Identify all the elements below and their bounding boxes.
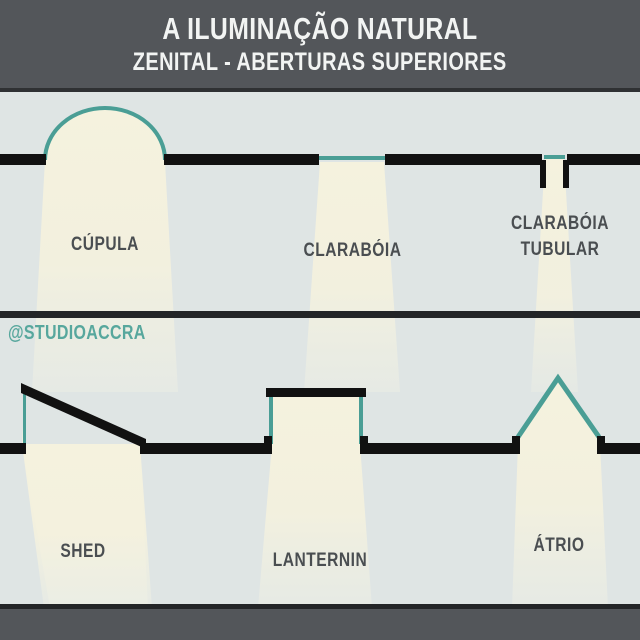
claraboia-tubular-light — [531, 158, 578, 392]
atrio-light — [512, 378, 608, 608]
label-claraboia-tubular-line1: CLARABÓIA — [511, 213, 609, 234]
shed-light-spill — [22, 444, 152, 608]
page-subtitle: ZENITAL - ABERTURAS SUPERIORES — [133, 48, 507, 76]
claraboia-tubular-wall-left — [540, 160, 546, 188]
label-shed: SHED — [60, 541, 106, 562]
header-divider — [0, 88, 640, 92]
claraboia-tubular-glazing — [544, 155, 565, 159]
label-atrio: ÁTRIO — [533, 535, 585, 556]
lanternin-roof-cap — [266, 388, 366, 397]
header-banner: A ILUMINAÇÃO NATURAL ZENITAL - ABERTURAS… — [0, 0, 640, 88]
lanternin-jamb-right — [360, 436, 368, 454]
section-divider — [0, 311, 640, 318]
row1-slab-segment-2 — [164, 154, 319, 165]
page-title: A ILUMINAÇÃO NATURAL — [162, 11, 478, 46]
row1-slab-segment-4 — [567, 154, 640, 165]
row2-slab-segment-2 — [140, 443, 267, 454]
lanternin-light — [258, 395, 372, 608]
lanternin-glazing-left — [269, 395, 273, 444]
atrio-jamb-left — [512, 436, 520, 454]
footer-bar — [0, 609, 640, 640]
atrio-gable-glazing — [515, 373, 602, 439]
shed-glazing — [23, 388, 26, 444]
shed-sloped-roof — [21, 383, 146, 449]
row2-slab-segment-4 — [603, 443, 640, 454]
claraboia-glazing — [318, 156, 386, 160]
cupula-light — [32, 108, 178, 392]
claraboia-tubular-wall-right — [563, 160, 569, 188]
watermark-studioaccra: @STUDIOACCRA — [8, 322, 146, 344]
lanternin-jamb-left — [264, 436, 272, 454]
footer-divider — [0, 604, 640, 609]
label-cupula: CÚPULA — [71, 234, 139, 255]
atrio-jamb-right — [597, 436, 605, 454]
row2-slab-segment-3 — [366, 443, 519, 454]
label-lanternin: LANTERNIN — [272, 550, 368, 571]
cupula-dome-glazing — [43, 106, 167, 161]
row1-slab-segment-1 — [0, 154, 46, 165]
label-claraboia: CLARABÓIA — [303, 240, 402, 261]
label-claraboia-tubular: CLARABÓIA TUBULAR — [503, 211, 618, 263]
diagram-canvas — [0, 92, 640, 608]
label-claraboia-tubular-line2: TUBULAR — [520, 239, 600, 260]
claraboia-light — [304, 162, 400, 392]
row1-slab-segment-3 — [385, 154, 542, 165]
lanternin-glazing-right — [359, 395, 363, 444]
row2-slab-segment-1 — [0, 443, 26, 454]
